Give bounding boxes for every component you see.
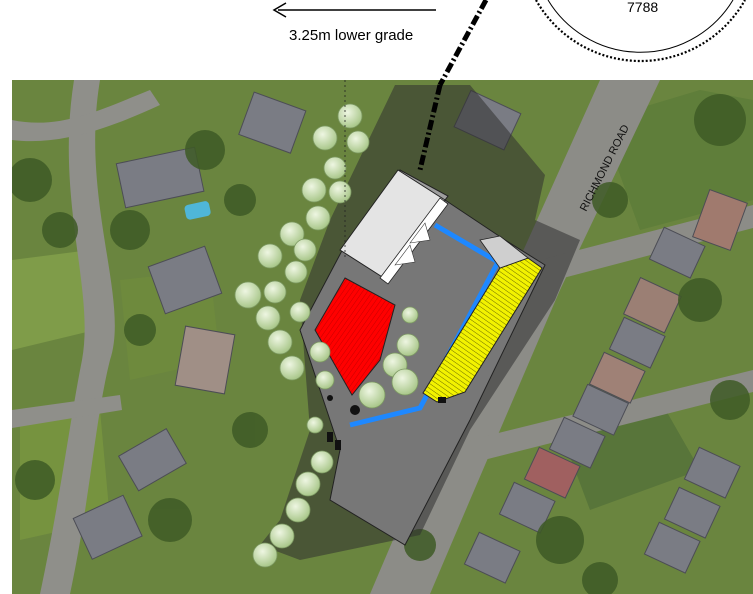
aerial-site-map: RICHMOND ROAD <box>12 80 753 594</box>
white-roof-block <box>339 169 449 285</box>
neighbour-houses <box>72 89 748 584</box>
grade-note-text: 3.25m lower grade <box>289 27 413 44</box>
survey-dashed-line <box>417 84 443 171</box>
stamp-number: 7788 <box>627 0 658 15</box>
pool <box>184 201 211 220</box>
seal-stamp-icon: 7788 <box>535 0 746 63</box>
survey-dashed-line-upper <box>437 0 489 87</box>
curving-street <box>40 80 115 594</box>
courtyard-fixtures <box>327 395 446 450</box>
neighbourhood-trees <box>12 94 750 594</box>
red-hatched-volume <box>314 277 396 396</box>
arrow-left-icon <box>272 2 287 18</box>
proposed-trees <box>234 103 420 568</box>
grade-annotation: 3.25m lower grade <box>272 2 436 44</box>
